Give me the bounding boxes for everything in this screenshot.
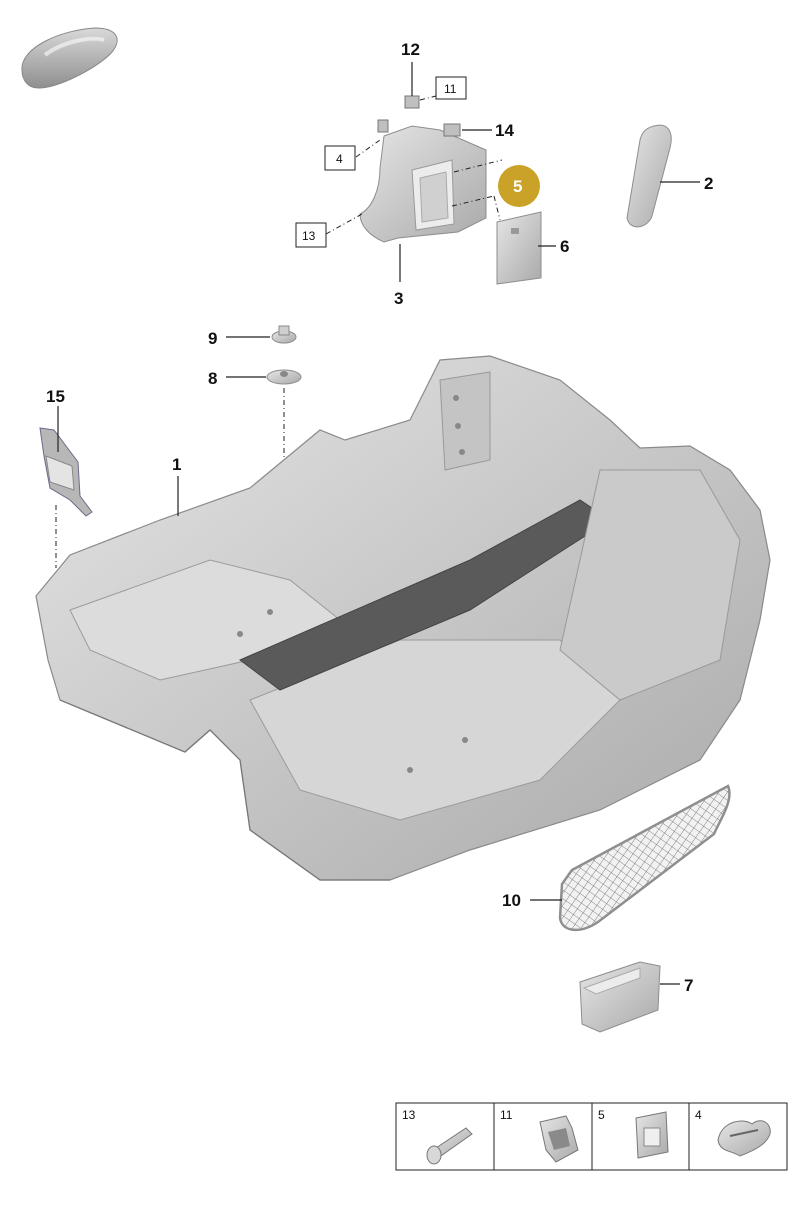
part-7-pocket: [579, 961, 661, 1033]
part-3-trim-panel: [359, 125, 487, 243]
callout-13: 13: [302, 229, 316, 243]
part-4-clip: [377, 119, 389, 133]
part-14-clip: [443, 123, 461, 137]
part-1-floor-carpet: [35, 355, 771, 881]
callout-11: 11: [444, 82, 457, 96]
part-15-bracket: [39, 427, 93, 517]
legend-label-11: 11: [500, 1108, 513, 1122]
callout-4: 4: [336, 152, 343, 166]
part-8-washer: [266, 369, 302, 385]
part-2-trim-strip: [626, 124, 672, 228]
spring-clip-icon: [717, 1120, 771, 1157]
fastener-legend: 13 11 5 4: [395, 1102, 788, 1171]
callout-8: 8: [208, 369, 217, 388]
legend-label-5: 5: [598, 1108, 605, 1122]
callout-14: 14: [495, 121, 514, 140]
callout-5: 5: [513, 177, 522, 196]
legend-label-13: 13: [402, 1108, 416, 1122]
legend-label-4: 4: [695, 1108, 702, 1122]
callout-7: 7: [684, 976, 693, 995]
callout-6: 6: [560, 237, 569, 256]
plug-icon: [426, 1127, 473, 1165]
callout-9: 9: [208, 329, 217, 348]
callout-box-13: [295, 222, 327, 248]
part-10-net: [558, 784, 731, 931]
part-9-nut: [271, 325, 297, 344]
clip-icon: [539, 1115, 579, 1163]
callout-2: 2: [704, 174, 713, 193]
bracket-clip-icon: [635, 1111, 669, 1159]
callout-1: 1: [172, 455, 181, 474]
callout-box-4: [324, 145, 356, 171]
callout-15: 15: [46, 387, 65, 406]
callout-3: 3: [394, 289, 403, 308]
vehicle-thumbnail: [21, 27, 118, 89]
callout-12: 12: [401, 40, 420, 59]
callout-box-11: [435, 76, 467, 100]
part-12-clip: [404, 95, 420, 109]
callout-10: 10: [502, 891, 521, 910]
part-6-cover: [496, 211, 542, 285]
callout-5-highlight: [498, 165, 540, 207]
